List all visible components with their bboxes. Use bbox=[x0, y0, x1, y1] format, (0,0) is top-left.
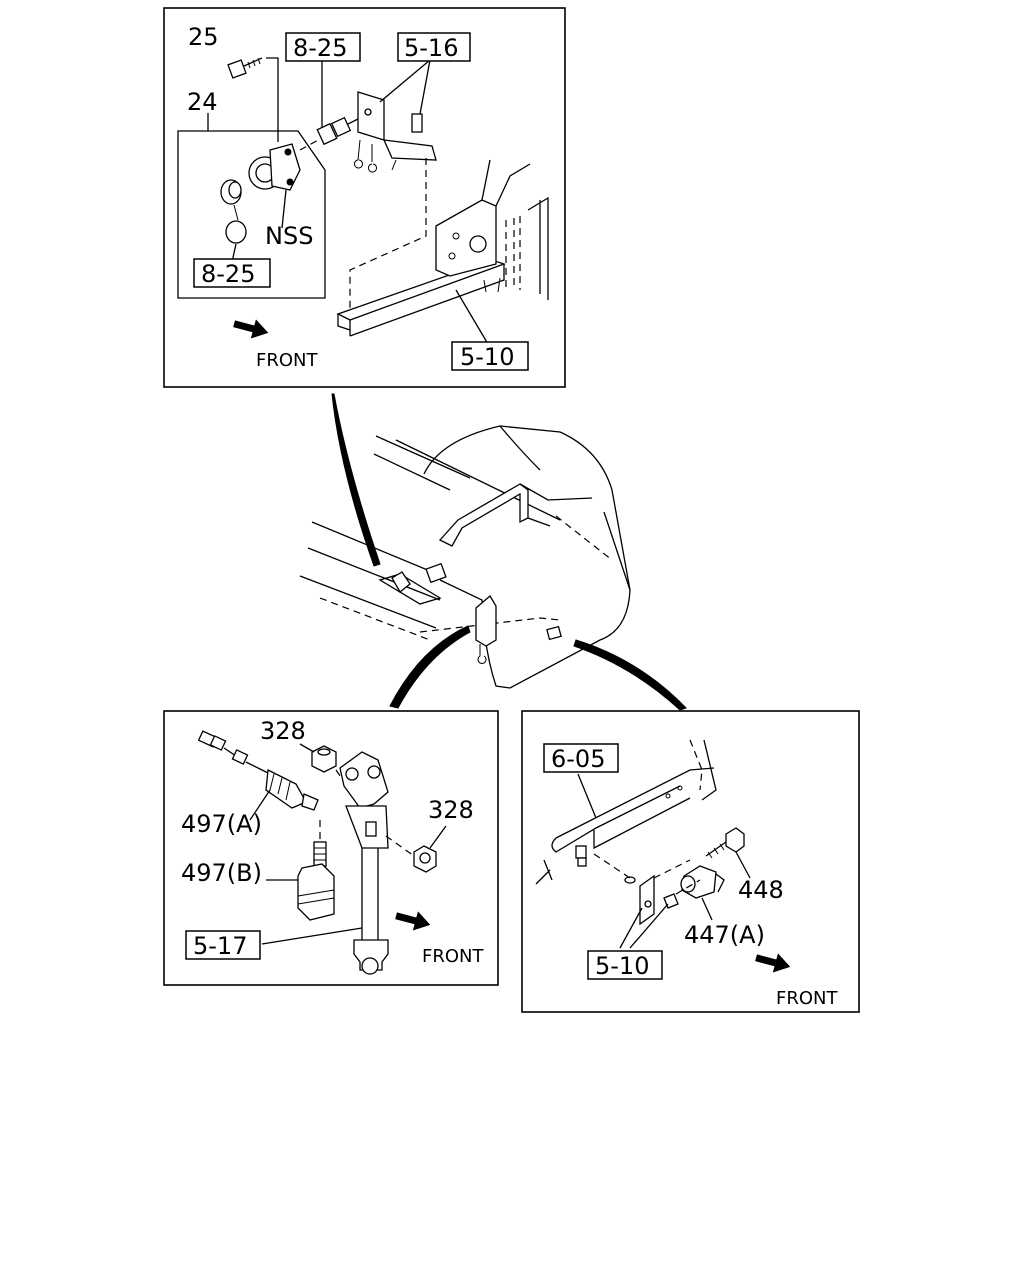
callout-328-right: 328 bbox=[428, 796, 474, 824]
sensor-447a bbox=[680, 865, 725, 899]
callout-24: 24 bbox=[187, 88, 218, 116]
overview-switch bbox=[475, 595, 497, 664]
leader-5-16 bbox=[379, 59, 431, 115]
ref-box-5-17 bbox=[185, 930, 261, 960]
bottom-left-panel-frame bbox=[163, 710, 499, 986]
sensor-cap bbox=[220, 179, 247, 244]
bolt-448 bbox=[705, 827, 745, 859]
callout-5-10-right: 5-10 bbox=[595, 952, 649, 980]
leader-5-17 bbox=[261, 927, 363, 945]
leader-curve-right bbox=[573, 639, 687, 711]
bracket-5-16 bbox=[354, 91, 437, 173]
leader-nss bbox=[281, 189, 287, 229]
top-panel-frame bbox=[163, 7, 566, 388]
callout-8-25-top: 8-25 bbox=[293, 34, 347, 62]
callout-6-05: 6-05 bbox=[551, 745, 605, 773]
frame-6-05 bbox=[535, 739, 717, 885]
leader-328-right bbox=[429, 825, 447, 849]
callout-nss: NSS bbox=[265, 222, 313, 250]
ref-box-6-05 bbox=[543, 743, 619, 773]
leader-5-10-top bbox=[455, 289, 489, 345]
ref-box-5-10-top bbox=[451, 341, 529, 371]
callout-5-16: 5-16 bbox=[404, 34, 458, 62]
front-label-bottom-right: FRONT bbox=[776, 988, 838, 1009]
callout-8-25-bottom: 8-25 bbox=[201, 260, 255, 288]
bracket-5-17 bbox=[339, 751, 389, 975]
nut-328-right bbox=[413, 845, 437, 873]
callout-447a: 447(A) bbox=[684, 921, 765, 949]
switch-497a bbox=[265, 768, 319, 811]
callout-497b: 497(B) bbox=[181, 859, 262, 887]
sensor-nss bbox=[248, 143, 301, 191]
front-arrow-icon bbox=[395, 911, 431, 931]
bolt-25 bbox=[227, 57, 263, 79]
front-label-top: FRONT bbox=[256, 350, 318, 371]
harness-plug bbox=[197, 730, 271, 775]
ref-box-8-25-bottom bbox=[193, 258, 271, 288]
front-arrow-icon bbox=[233, 319, 269, 339]
leader-6-05 bbox=[577, 773, 597, 819]
harness-connector bbox=[299, 116, 361, 151]
ref-box-8-25-top bbox=[285, 32, 361, 62]
ref-box-5-10-right bbox=[587, 950, 663, 980]
callout-5-10-top: 5-10 bbox=[460, 343, 514, 371]
front-label-bottom-left: FRONT bbox=[422, 946, 484, 967]
vehicle-overview bbox=[299, 393, 687, 711]
leader-curve-top bbox=[331, 393, 381, 567]
leader-curve-left bbox=[389, 625, 471, 709]
ref-box-5-16 bbox=[397, 32, 471, 62]
bottom-right-panel-frame bbox=[521, 710, 860, 1013]
leader-497a bbox=[249, 789, 271, 821]
switch-497b bbox=[297, 841, 335, 921]
callout-25: 25 bbox=[188, 23, 219, 51]
leader-328-top bbox=[299, 743, 315, 753]
front-arrow-icon bbox=[755, 953, 791, 973]
leader-447a bbox=[701, 897, 713, 921]
callout-328-top: 328 bbox=[260, 717, 306, 745]
frame-rail-5-10 bbox=[336, 158, 549, 337]
leader-5-10-right bbox=[619, 903, 669, 949]
bottom-left-detail-panel: 328 328 497(A) 497(B) 5-17 FRONT bbox=[163, 710, 499, 986]
callout-5-17: 5-17 bbox=[193, 932, 247, 960]
nut-328-top bbox=[311, 745, 337, 773]
bottom-right-detail-panel: 6-05 448 447(A) 5-10 FRONT bbox=[521, 710, 860, 1013]
leader-25 bbox=[266, 57, 279, 142]
leader-448 bbox=[735, 851, 751, 879]
top-detail-panel: 25 24 8-25 5-16 NSS 8-25 5-10 FRONT bbox=[163, 7, 566, 388]
callout-497a: 497(A) bbox=[181, 810, 262, 838]
callout-448: 448 bbox=[738, 876, 784, 904]
